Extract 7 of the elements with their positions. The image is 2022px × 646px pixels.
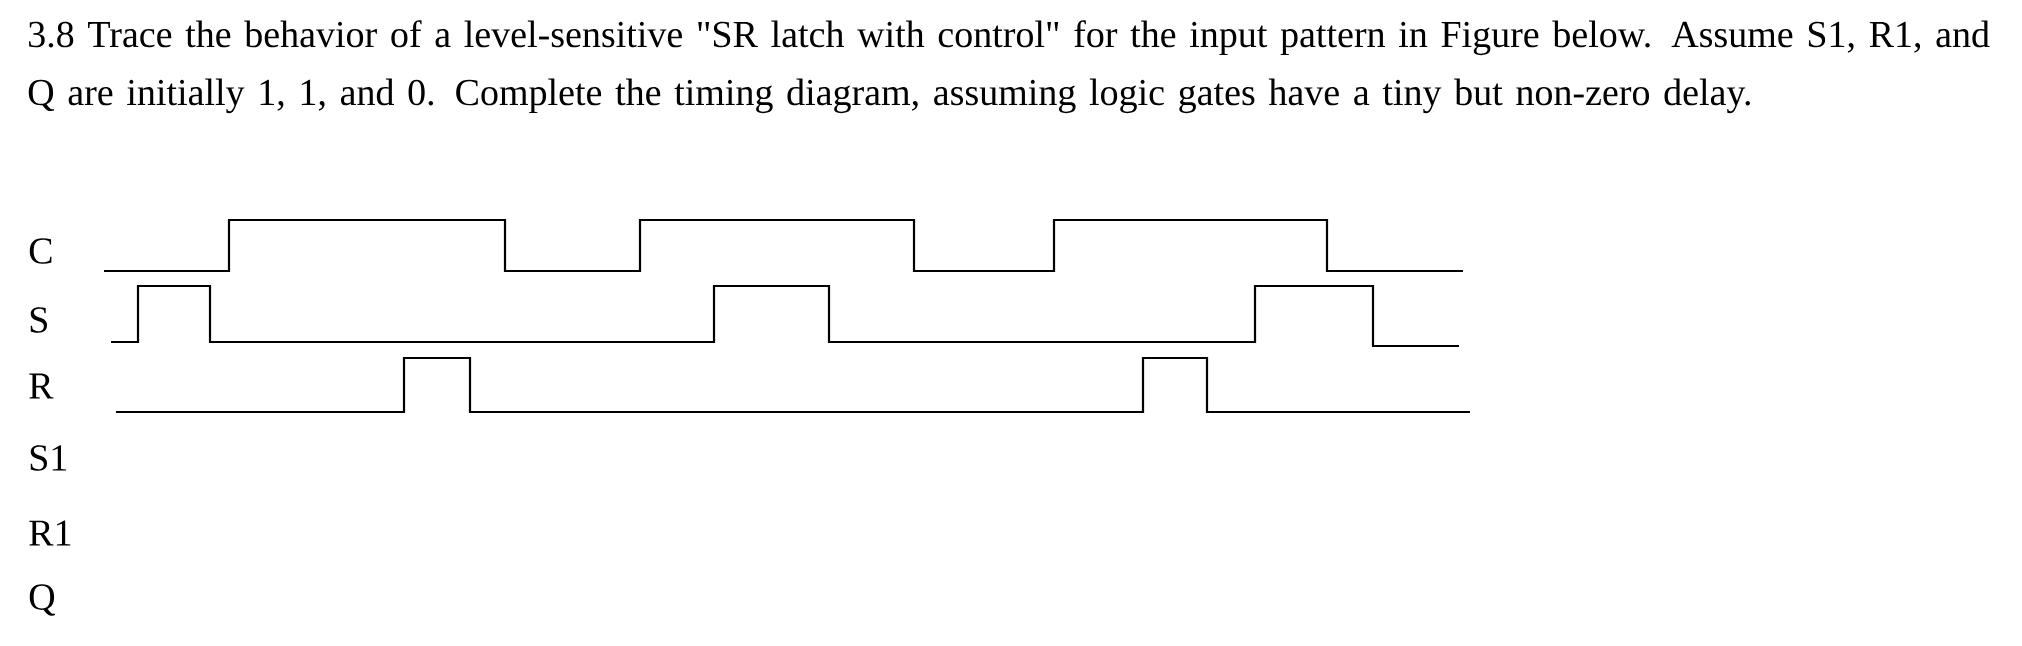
signal-name: S — [30, 307, 47, 333]
signal-name: S1 — [30, 445, 67, 471]
signal-name: R — [29, 373, 54, 399]
signal-name: R1 — [29, 520, 71, 546]
question-text: 3.8 Trace the behavior of a level-sensitive "SR latch with control" for the input pattern in Figure below. Assume S1, R1, and Q are initially 1, 1, and 0. Complete the timing diagram, assuming logic gates have a tiny but non-zero delay. — [28, 20, 1990, 114]
signal-name: Q — [29, 584, 55, 616]
signal-name: C — [29, 238, 52, 264]
